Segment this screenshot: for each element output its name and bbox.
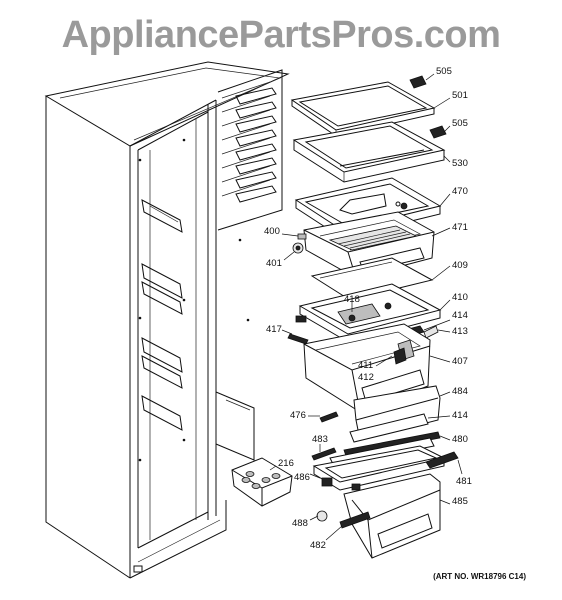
callout-470: 470 bbox=[452, 186, 468, 197]
callout-485: 485 bbox=[452, 496, 468, 507]
callout-412: 412 bbox=[358, 372, 374, 383]
callout-409: 409 bbox=[452, 260, 468, 271]
callout-484: 484 bbox=[452, 386, 468, 397]
callout-407: 407 bbox=[452, 356, 468, 367]
callout-483: 483 bbox=[312, 434, 328, 445]
rod-476 bbox=[319, 411, 339, 423]
humidity-slide-414-lower bbox=[349, 413, 429, 443]
callout-482: 482 bbox=[310, 540, 326, 551]
callout-401: 401 bbox=[266, 258, 282, 269]
callout-488: 488 bbox=[292, 518, 308, 529]
crisper-pan-407 bbox=[303, 323, 431, 413]
pin-413 bbox=[423, 325, 439, 339]
cap-488 bbox=[316, 510, 328, 522]
rod-483 bbox=[311, 447, 337, 461]
callout-481: 481 bbox=[456, 476, 472, 487]
door-bin-216 bbox=[231, 457, 293, 507]
callout-505-top: 505 bbox=[436, 66, 452, 77]
roller-481 bbox=[425, 451, 459, 469]
knob-401 bbox=[292, 242, 304, 254]
callout-410: 410 bbox=[452, 292, 468, 303]
art-number: (ART NO. WR18796 C14) bbox=[433, 572, 526, 581]
callout-411: 411 bbox=[358, 360, 373, 371]
door-shelf-2 bbox=[141, 263, 183, 315]
leader-lines bbox=[269, 73, 463, 541]
callout-labels: 505 501 505 530 470 400 471 401 409 410 … bbox=[264, 66, 472, 551]
callout-413: 413 bbox=[452, 326, 468, 337]
callout-486: 486 bbox=[294, 472, 310, 483]
callout-476: 476 bbox=[290, 410, 306, 421]
shelf-rails bbox=[217, 69, 283, 231]
door-shelf-1 bbox=[141, 199, 183, 233]
door-shelf-3 bbox=[141, 337, 183, 389]
callout-414-upper: 414 bbox=[452, 310, 468, 321]
deli-pan-471 bbox=[303, 211, 435, 279]
shelf-frame-530 bbox=[292, 121, 446, 183]
screw-400 bbox=[297, 233, 307, 240]
frame-screws bbox=[138, 138, 250, 462]
callout-400: 400 bbox=[264, 226, 280, 237]
door-shelf-4 bbox=[141, 395, 183, 431]
shelf-clip-505-lower bbox=[429, 125, 447, 139]
meat-pan-485 bbox=[343, 473, 441, 559]
callout-418: 418 bbox=[344, 294, 360, 305]
rod-417 bbox=[287, 333, 309, 345]
callout-417: 417 bbox=[266, 324, 282, 335]
rod-482 bbox=[339, 511, 371, 529]
callout-414-lower: 414 bbox=[452, 410, 468, 421]
callout-501: 501 bbox=[452, 90, 468, 101]
callout-471: 471 bbox=[452, 222, 468, 233]
watermark-logo: AppliancePartsPros.com bbox=[61, 14, 501, 56]
callout-216: 216 bbox=[278, 458, 294, 469]
shelf-clip-505-top bbox=[409, 75, 427, 89]
callout-505-lower: 505 bbox=[452, 118, 468, 129]
refrigerator-cabinet bbox=[44, 61, 290, 579]
callout-480: 480 bbox=[452, 434, 468, 445]
callout-530: 530 bbox=[452, 158, 468, 169]
